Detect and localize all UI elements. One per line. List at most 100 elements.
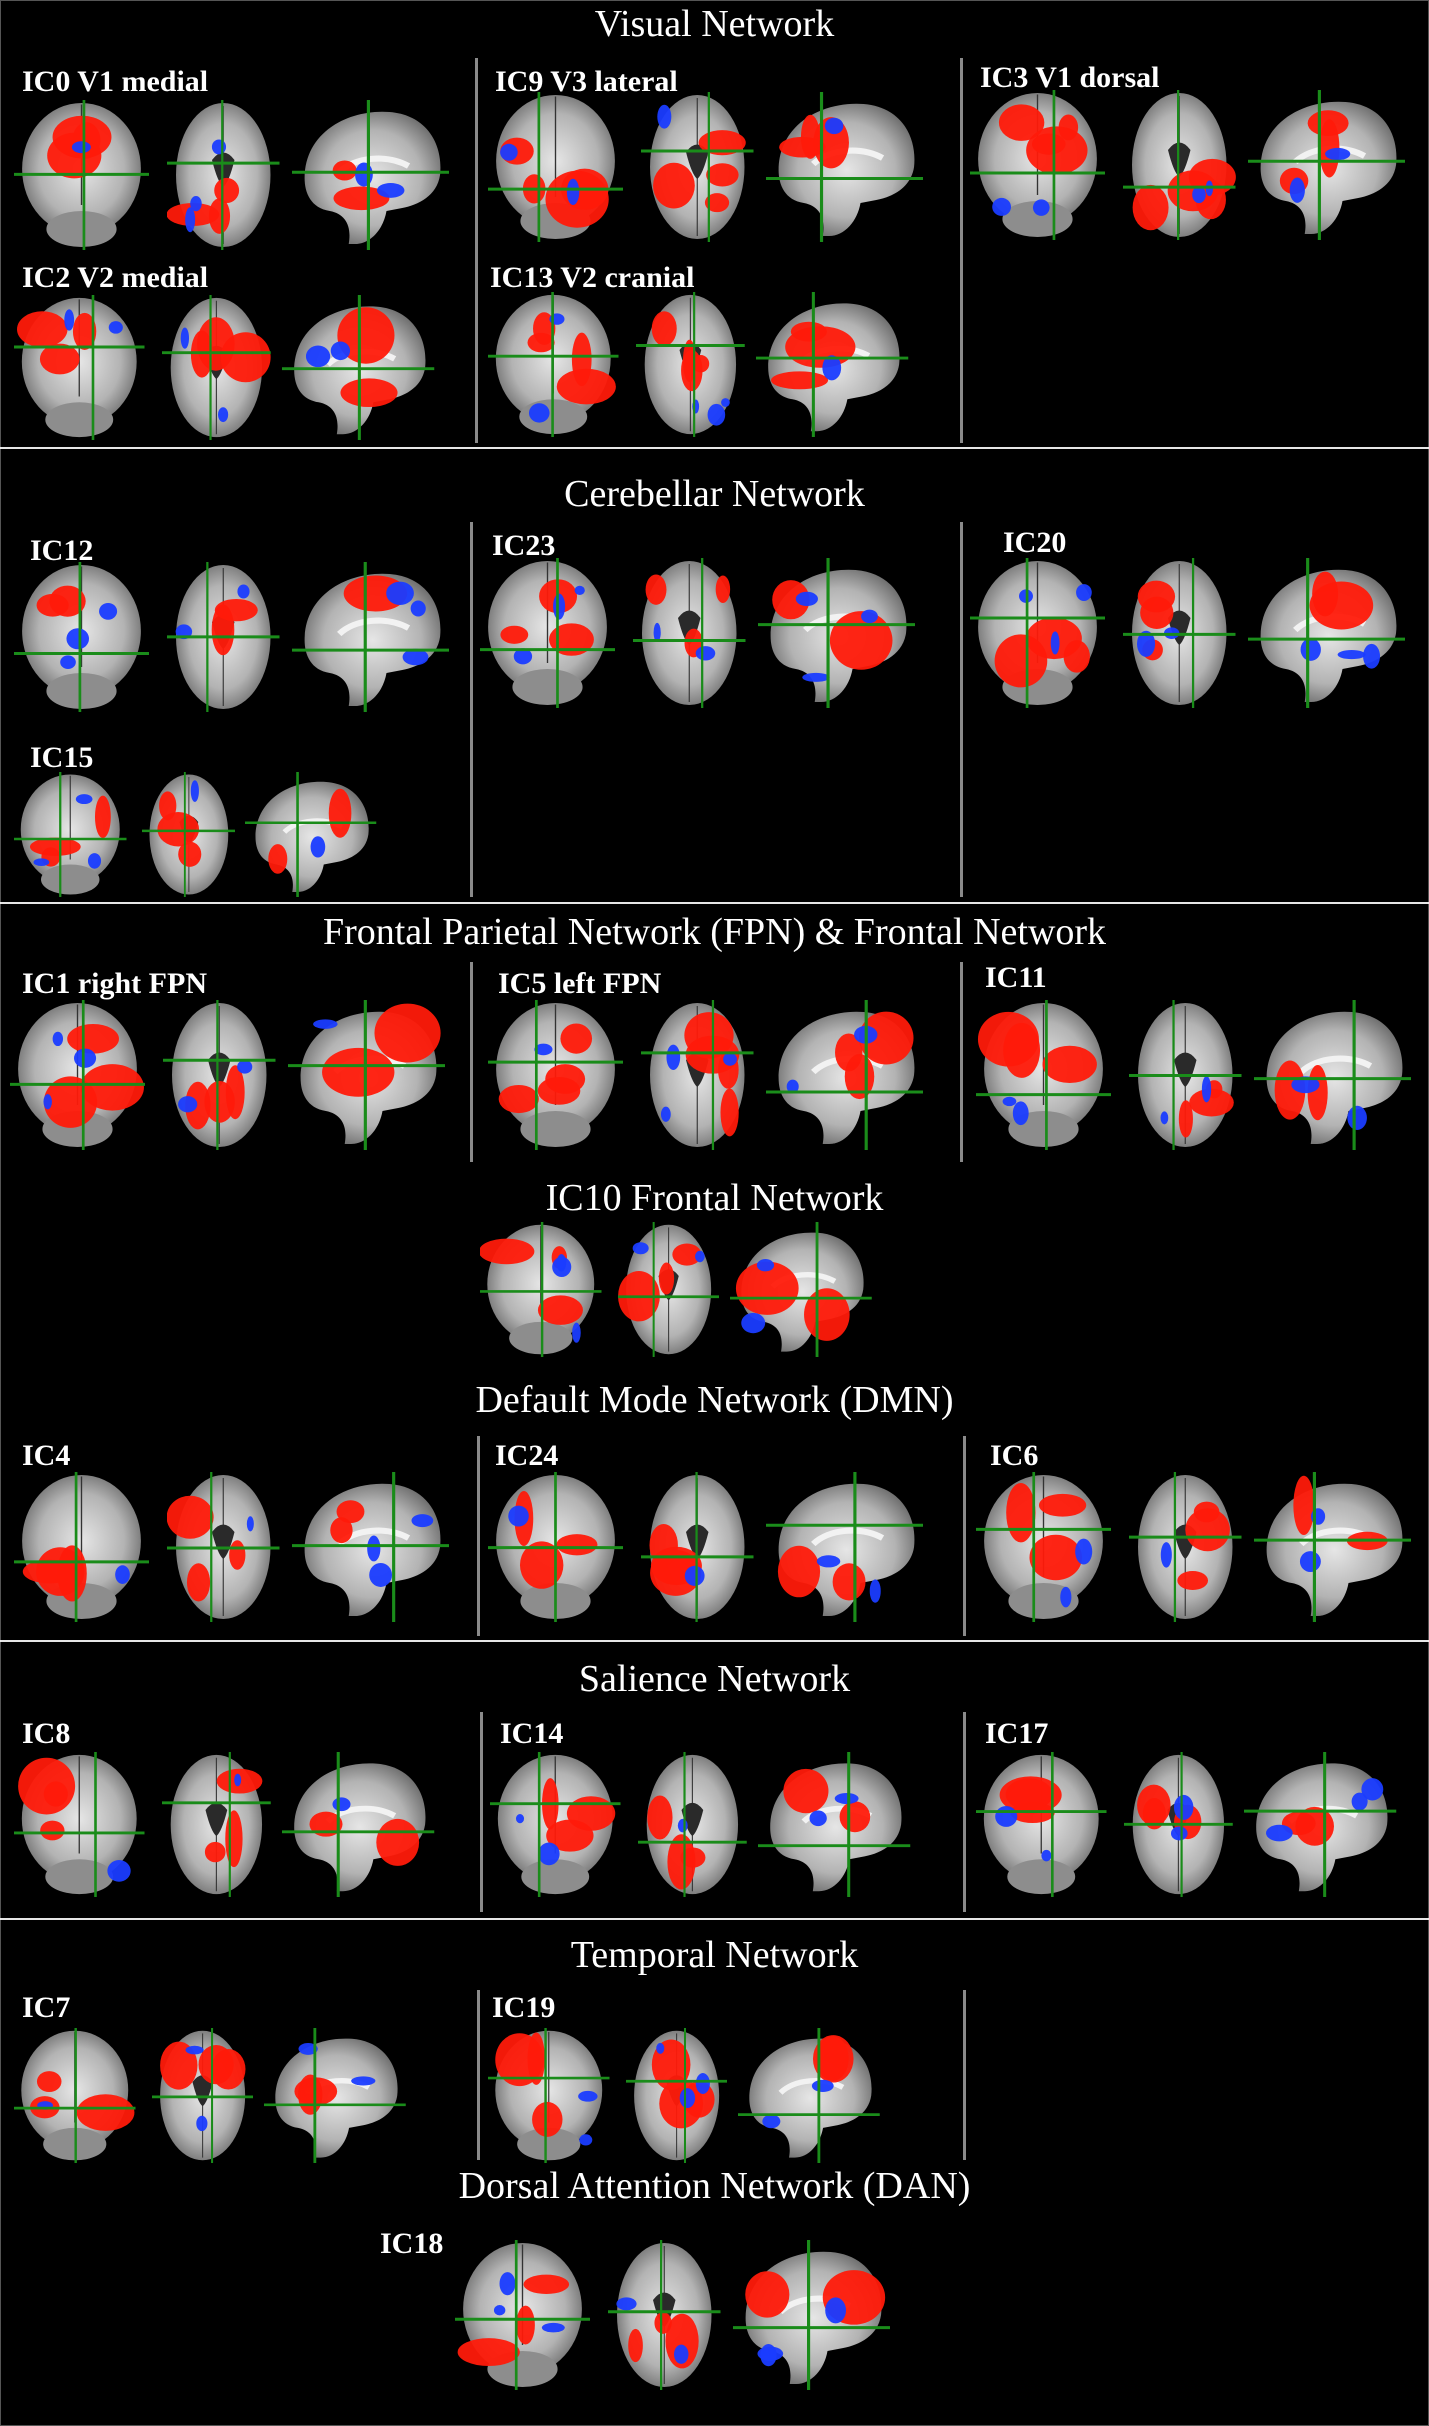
panel-divider (480, 1712, 483, 1912)
coronal-slice-image (480, 558, 615, 708)
ic-label: IC1 right FPN (22, 967, 207, 1000)
sagittal-slice-image (765, 92, 923, 242)
ic-label: IC13 V2 cranial (490, 261, 695, 294)
divider (0, 447, 1429, 449)
axial-slice-image (641, 1472, 754, 1622)
section-title-dmn: Default Mode Network (DMN) (475, 1379, 954, 1421)
sagittal-slice-image (732, 2240, 890, 2390)
coronal-slice-image (14, 1752, 145, 1897)
axial-slice-image (167, 1472, 280, 1622)
coronal-slice-image (488, 1472, 623, 1622)
axial-slice-image (141, 772, 236, 897)
panel-divider (963, 1436, 966, 1636)
panel-divider (960, 962, 963, 1162)
ic-label: IC8 (22, 1717, 71, 1750)
axial-slice-image (1129, 1472, 1242, 1622)
axial-slice-image (167, 100, 280, 250)
sagittal-slice-image (729, 1222, 872, 1357)
ic-label: IC2 V2 medial (22, 261, 209, 294)
ic-label: IC7 (22, 1991, 71, 2024)
sagittal-slice-image (1253, 1472, 1411, 1622)
section-title-visual: Visual Network (594, 3, 835, 45)
sagittal-slice-image (758, 1752, 911, 1897)
ic-label: IC15 (30, 741, 94, 774)
coronal-slice-image (488, 1000, 623, 1150)
axial-slice-image (641, 1000, 754, 1150)
sagittal-slice-image (1247, 90, 1405, 240)
coronal-slice-image (976, 1472, 1111, 1622)
ic-label: IC12 (30, 534, 94, 567)
coronal-slice-image (14, 2028, 136, 2163)
coronal-slice-image (14, 100, 149, 250)
axial-slice-image (167, 562, 280, 712)
divider (0, 902, 1429, 904)
coronal-slice-image (490, 1752, 621, 1897)
ic-label: IC6 (990, 1439, 1039, 1472)
ic-label: IC23 (492, 529, 556, 562)
panel-divider (963, 1990, 966, 2160)
section-title-fpn: Frontal Parietal Network (FPN) & Frontal… (322, 911, 1107, 953)
panel-divider (470, 522, 473, 897)
axial-slice-image (617, 1222, 719, 1357)
ic-label: IC0 V1 medial (22, 65, 209, 98)
sagittal-slice-image (291, 562, 449, 712)
coronal-slice-image (10, 1000, 145, 1150)
sagittal-slice-image (282, 1752, 435, 1897)
axial-slice-image (633, 558, 746, 708)
coronal-slice-image (480, 1222, 602, 1357)
axial-slice-image (1123, 558, 1236, 708)
axial-slice-image (1129, 1000, 1242, 1150)
ic-label: IC19 (492, 1991, 556, 2024)
coronal-slice-image (488, 92, 623, 242)
axial-slice-image (635, 292, 745, 437)
panel-divider (477, 1990, 480, 2160)
coronal-slice-image (976, 1752, 1107, 1897)
coronal-slice-image (488, 292, 619, 437)
sagittal-slice-image (291, 1472, 449, 1622)
axial-slice-image (608, 2240, 721, 2390)
coronal-slice-image (970, 558, 1105, 708)
sagittal-slice-image (1253, 1000, 1411, 1150)
ic-label: IC14 (500, 1717, 564, 1750)
sagittal-slice-image (282, 295, 435, 440)
sagittal-slice-image (263, 2028, 406, 2163)
sagittal-slice-image (1247, 558, 1405, 708)
ic-label: IC17 (985, 1717, 1049, 1750)
coronal-slice-image (14, 562, 149, 712)
sagittal-slice-image (765, 1000, 923, 1150)
sagittal-slice-image (1244, 1752, 1397, 1897)
sagittal-slice-image (765, 1472, 923, 1622)
panel-divider (960, 522, 963, 897)
sagittal-slice-image (291, 100, 449, 250)
ic-label: IC11 (985, 961, 1047, 994)
sagittal-slice-image (756, 292, 909, 437)
axial-slice-image (637, 1752, 747, 1897)
section-title-cerebellar: Cerebellar Network (564, 473, 865, 515)
divider (0, 1640, 1429, 1642)
coronal-slice-image (976, 1000, 1111, 1150)
divider (0, 1918, 1429, 1920)
axial-slice-image (151, 2028, 253, 2163)
sagittal-slice-image (245, 772, 377, 897)
panel-divider (960, 58, 963, 443)
axial-slice-image (161, 1752, 271, 1897)
coronal-slice-image (14, 772, 127, 897)
panel-divider (475, 58, 478, 443)
axial-slice-image (1123, 90, 1236, 240)
ic-label: IC4 (22, 1439, 71, 1472)
ic-label: IC3 V1 dorsal (980, 61, 1160, 94)
ic-label: IC9 V3 lateral (495, 65, 678, 98)
sagittal-slice-image (737, 2028, 880, 2163)
axial-slice-image (1123, 1752, 1233, 1897)
ic-label: IC18 (380, 2227, 444, 2260)
coronal-slice-image (14, 1472, 149, 1622)
axial-slice-image (625, 2028, 727, 2163)
ic-label: IC20 (1003, 526, 1067, 559)
panel-divider (470, 962, 473, 1162)
ic-label: IC24 (495, 1439, 559, 1472)
section-title-frontal: IC10 Frontal Network (545, 1177, 884, 1219)
panel-divider (477, 1436, 480, 1636)
axial-slice-image (641, 92, 754, 242)
ic-label: IC5 left FPN (498, 967, 662, 1000)
coronal-slice-image (488, 2028, 610, 2163)
